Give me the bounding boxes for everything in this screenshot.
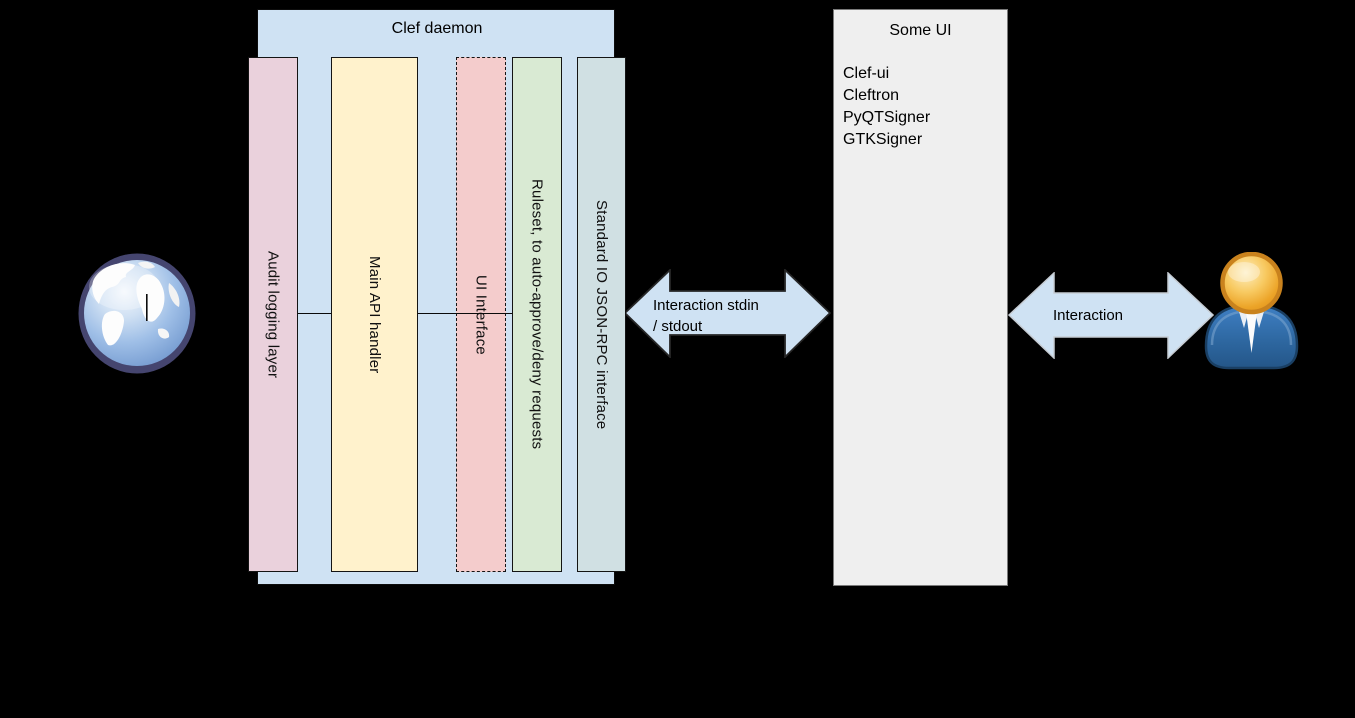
stdio-interaction-arrow-shape bbox=[624, 269, 831, 358]
bar-main-api-handler: Main API handler bbox=[331, 57, 418, 572]
user-interaction-arrow-label: Interaction bbox=[1052, 307, 1124, 324]
some-ui-item-gtksigner: GTKSigner bbox=[843, 131, 923, 148]
bar-main-api-handler-label: Main API handler bbox=[366, 255, 383, 374]
bar-ruleset-label: Ruleset, to auto-approve/deny requests bbox=[528, 179, 546, 450]
stdio-interaction-arrow-label: Interaction stdin / stdout bbox=[653, 295, 793, 337]
bar-ui-interface: UI Interface bbox=[456, 57, 506, 572]
some-ui-box bbox=[833, 9, 1008, 586]
user-interaction-arrow-shape bbox=[1008, 272, 1214, 359]
user-interaction-arrow bbox=[1008, 272, 1214, 359]
bar-audit-logging-layer: Audit logging layer bbox=[248, 57, 298, 572]
bar-audit-logging-layer-label: Audit logging layer bbox=[264, 250, 282, 379]
connector-line bbox=[298, 313, 331, 314]
stdio-arrow-label-line2: / stdout bbox=[653, 318, 703, 335]
some-ui-title: Some UI bbox=[889, 22, 952, 39]
person-icon bbox=[1204, 252, 1299, 370]
some-ui-list: Clef-ui Cleftron PyQTSigner GTKSigner bbox=[843, 63, 1003, 151]
stdio-interaction-arrow bbox=[624, 269, 831, 358]
clef-daemon-title: Clef daemon bbox=[391, 20, 483, 37]
some-ui-item-pyqtsigner: PyQTSigner bbox=[843, 109, 931, 126]
bar-ruleset: Ruleset, to auto-approve/deny requests bbox=[512, 57, 562, 572]
connector-line bbox=[418, 313, 512, 314]
globe-icon bbox=[78, 253, 196, 374]
some-ui-item-cleftron: Cleftron bbox=[843, 87, 900, 104]
bar-stdio-jsonrpc-interface: Standard IO JSON-RPC interface bbox=[577, 57, 626, 572]
bar-stdio-jsonrpc-interface-label: Standard IO JSON-RPC interface bbox=[593, 199, 610, 430]
stdio-arrow-label-line1: Interaction stdin bbox=[653, 297, 759, 314]
some-ui-item-clef-ui: Clef-ui bbox=[843, 65, 890, 82]
bar-ui-interface-label: UI Interface bbox=[472, 274, 490, 355]
